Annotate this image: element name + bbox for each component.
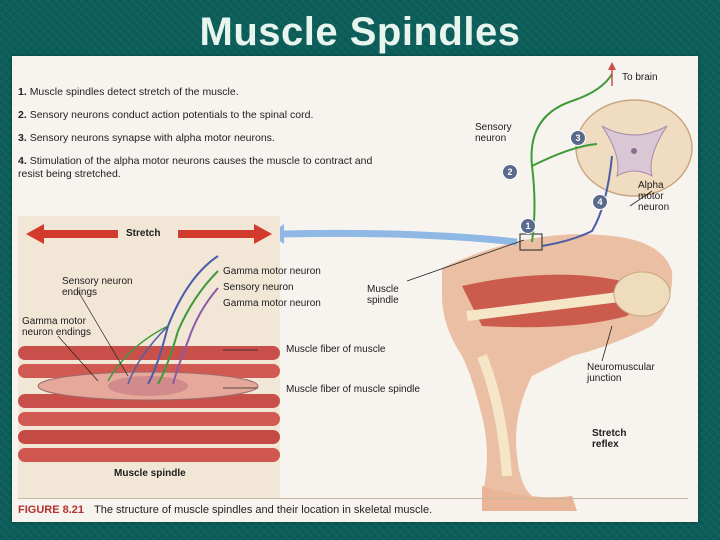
- label-muscle-spindle-inset: Muscle spindle: [114, 468, 186, 479]
- step-1: 1. Muscle spindles detect stretch of the…: [18, 86, 239, 98]
- label-muscle-spindle: Muscle spindle: [367, 284, 399, 306]
- figure-caption: FIGURE 8.21 The structure of muscle spind…: [18, 498, 688, 521]
- label-neuromuscular-junction: Neuromuscular junction: [587, 362, 655, 384]
- label-muscle-fiber-of-muscle: Muscle fiber of muscle: [286, 344, 386, 355]
- caption-text: The structure of muscle spindles and the…: [94, 504, 433, 516]
- stretch-right-arrow: [178, 224, 272, 244]
- muscle-spindle-inset: Stretch Gamma motor neuron Sensory neuro…: [18, 216, 321, 498]
- label-stretch-reflex: Stretch reflex: [592, 428, 627, 450]
- slide-title: Muscle Spindles: [199, 10, 521, 54]
- label-alpha-motor-neuron: Alpha motor neuron: [638, 180, 670, 213]
- label-to-brain: To brain: [622, 72, 658, 83]
- label-sensory-neuron-endings: Sensory neuron endings: [62, 276, 133, 298]
- step-3: 3. Sensory neurons synapse with alpha mo…: [18, 132, 275, 144]
- figure-panel: 1. Muscle spindles detect stretch of the…: [12, 56, 698, 522]
- step-4: 4. Stimulation of the alpha motor neuron…: [18, 155, 373, 180]
- marker-2: 2: [502, 164, 518, 180]
- muscle-fibers: [18, 346, 280, 462]
- spinal-cord-icon: [575, 99, 693, 197]
- label-gamma-motor-neuron-2: Gamma motor neuron: [223, 298, 321, 309]
- leg-illustration: [270, 62, 693, 511]
- label-sensory-neuron: Sensory neuron: [475, 122, 512, 144]
- label-gamma-motor-neuron-endings: Gamma motor neuron endings: [22, 316, 91, 338]
- marker-4: 4: [592, 194, 608, 210]
- label-stretch: Stretch: [126, 228, 161, 239]
- label-sensory-neuron-inset: Sensory neuron: [223, 282, 294, 293]
- label-muscle-fiber-of-muscle-spindle: Muscle fiber of muscle spindle: [286, 384, 420, 395]
- step-2: 2. Sensory neurons conduct action potent…: [18, 109, 314, 121]
- spindle-detail-illustration: [18, 224, 280, 462]
- figure-number: FIGURE 8.21: [18, 504, 85, 516]
- stretch-left-arrow: [26, 224, 118, 244]
- label-gamma-motor-neuron-1: Gamma motor neuron: [223, 266, 321, 277]
- steps-list: 1. Muscle spindles detect stretch of the…: [18, 86, 398, 191]
- leg-icon: [442, 234, 673, 511]
- marker-3: 3: [570, 130, 586, 146]
- marker-1: 1: [520, 218, 536, 234]
